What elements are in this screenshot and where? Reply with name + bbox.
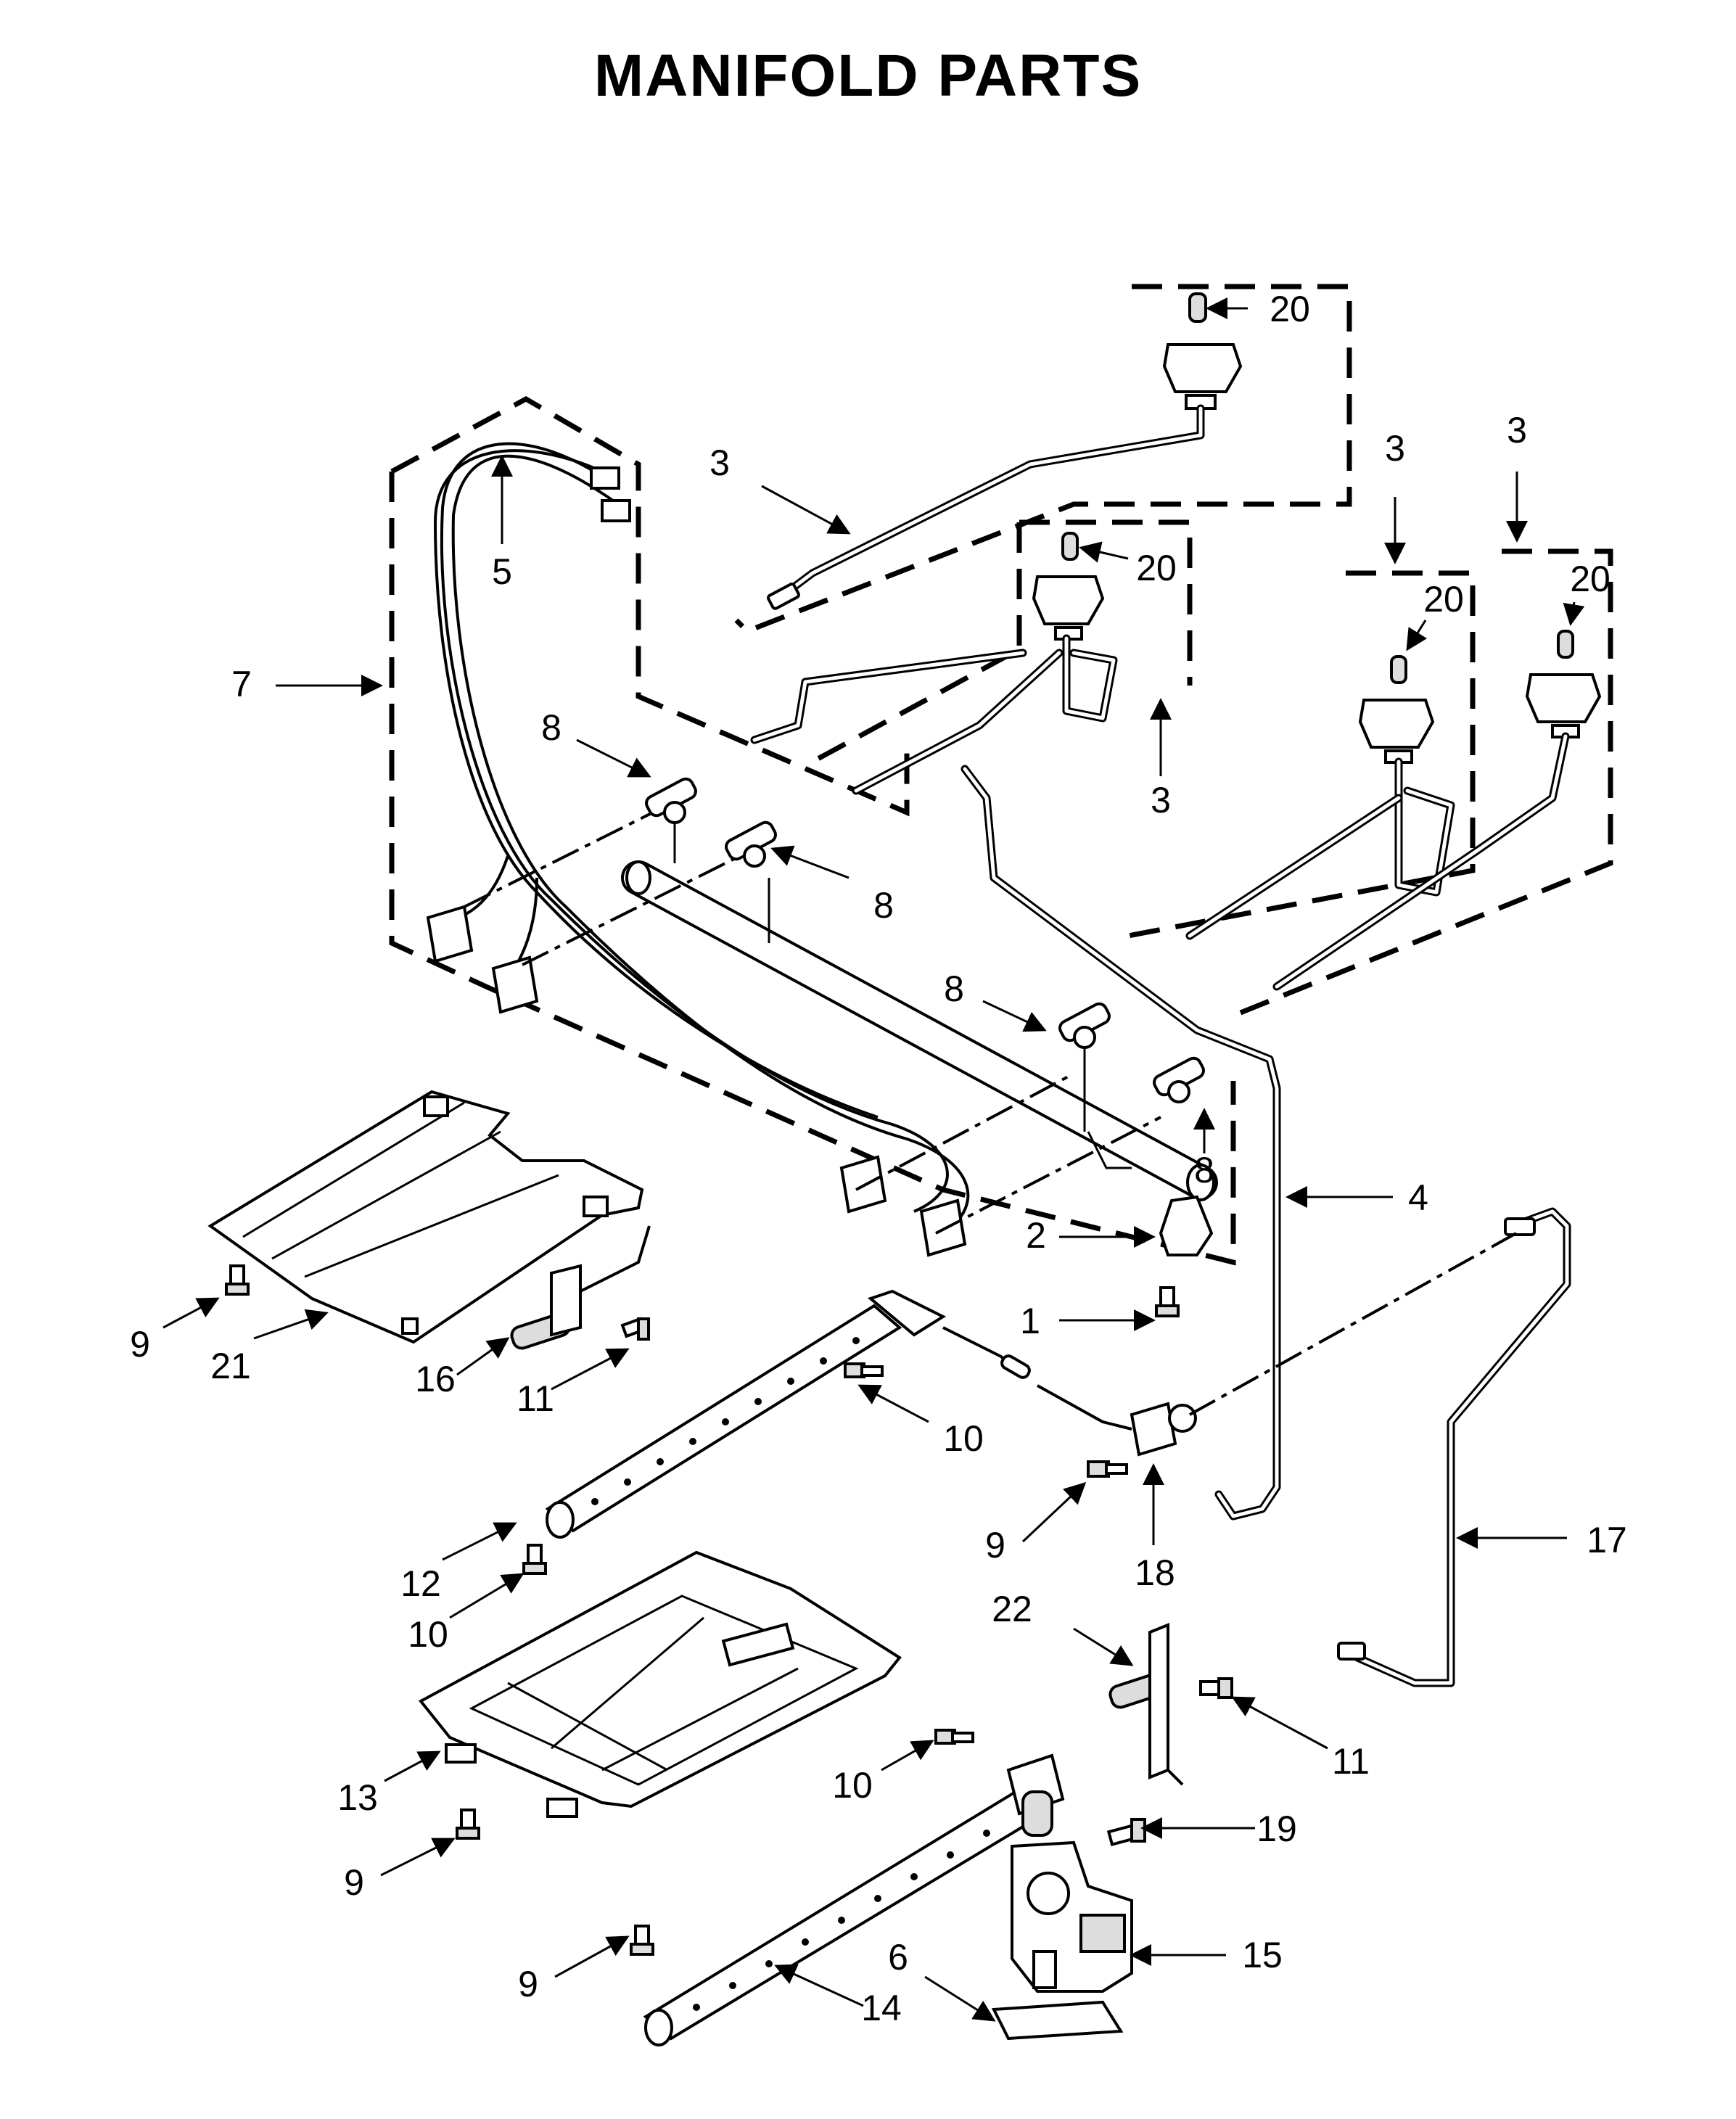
callout-3-right2: 3 (1507, 410, 1527, 450)
screw-19 (1106, 1818, 1146, 1847)
supply-tube (960, 765, 1281, 1521)
callout-2: 2 (1026, 1215, 1046, 1256)
callout-17: 17 (1587, 1520, 1627, 1560)
callout-20-right2: 20 (1570, 559, 1610, 599)
callout-19: 19 (1256, 1809, 1297, 1849)
bake-burner-14 (643, 1753, 1065, 2046)
orifice-fitting-18 (1037, 1232, 1517, 1457)
screw-10-bake (934, 1729, 974, 1745)
callout-9-burner: 9 (518, 1964, 538, 2004)
callout-12: 12 (400, 1563, 441, 1604)
group-outlines (389, 284, 1613, 1266)
callout-20-top: 20 (1270, 289, 1310, 329)
callout-21: 21 (210, 1346, 251, 1386)
callout-8-d: 8 (1194, 1150, 1214, 1190)
bake-shield-13 (418, 1550, 902, 1818)
page-title: MANIFOLD PARTS (593, 43, 1143, 109)
callout-18: 18 (1135, 1552, 1175, 1593)
screw-11-right (1199, 1677, 1233, 1699)
callout-9-mid: 9 (985, 1525, 1005, 1565)
outline-valve-top (734, 284, 1352, 635)
manifold-pipe (621, 860, 1218, 1201)
screw-9-burner (630, 1925, 654, 1956)
callout-3-right1: 3 (1385, 428, 1405, 469)
callout-labels: 20 3 5 20 3 3 20 20 7 8 3 8 8 8 4 2 1 9 … (130, 289, 1627, 2028)
callout-10-left: 10 (408, 1614, 448, 1655)
orifice-holders (464, 777, 1205, 1235)
igniter-22 (1108, 1623, 1184, 1786)
outline-valve-right1 (1127, 570, 1476, 939)
callout-16: 16 (415, 1359, 456, 1399)
valve-mid (750, 532, 1118, 795)
regulator-15 (991, 1840, 1133, 2041)
callout-8-b: 8 (873, 885, 894, 926)
outline-valve-mid (811, 519, 1193, 765)
callout-14: 14 (861, 1988, 902, 2028)
callout-1: 1 (1020, 1301, 1040, 1341)
callout-4: 4 (1408, 1177, 1428, 1218)
screw-10-left (522, 1544, 547, 1575)
callout-11-left: 11 (517, 1378, 554, 1419)
screw-1 (1155, 1286, 1180, 1317)
valve-right2 (1272, 630, 1602, 991)
screw-11-left (620, 1317, 650, 1341)
callout-20-right1: 20 (1423, 579, 1464, 620)
broil-burner-12 (545, 1289, 1031, 1539)
screw-10-mid (844, 1362, 884, 1378)
callout-11-right: 11 (1332, 1741, 1370, 1782)
burner-12-ports (591, 1337, 860, 1505)
callout-3-top: 3 (709, 443, 730, 483)
callout-13: 13 (337, 1777, 378, 1818)
screw-9-bake (456, 1809, 480, 1840)
callout-22: 22 (992, 1589, 1032, 1629)
tube-17 (1337, 1207, 1571, 1687)
heat-shield-21 (207, 1090, 644, 1344)
valve-right1 (1185, 655, 1455, 940)
callout-3-mid: 3 (1151, 780, 1171, 820)
screw-9-mid (1087, 1460, 1128, 1478)
burner-14-ports (693, 1830, 990, 2011)
igniter-16 (510, 1225, 651, 1350)
callout-10-mid: 10 (943, 1418, 984, 1459)
callout-9-shield: 9 (130, 1324, 150, 1365)
leader-lines (163, 297, 1585, 2022)
callout-20-mid: 20 (1136, 548, 1177, 588)
callout-5: 5 (492, 551, 512, 592)
outline-valve-right2 (1232, 548, 1613, 1019)
callout-15: 15 (1242, 1935, 1283, 1975)
callout-6: 6 (888, 1937, 908, 1978)
callout-10-bake: 10 (832, 1765, 873, 1806)
callout-7: 7 (231, 664, 252, 704)
callout-9-bake: 9 (344, 1862, 364, 1903)
callout-8-c: 8 (944, 968, 964, 1009)
callout-8-a: 8 (541, 707, 561, 748)
manifold-bracket (1159, 1195, 1214, 1256)
outline-wire-harness (389, 395, 1236, 1266)
screw-9-left (225, 1264, 250, 1296)
